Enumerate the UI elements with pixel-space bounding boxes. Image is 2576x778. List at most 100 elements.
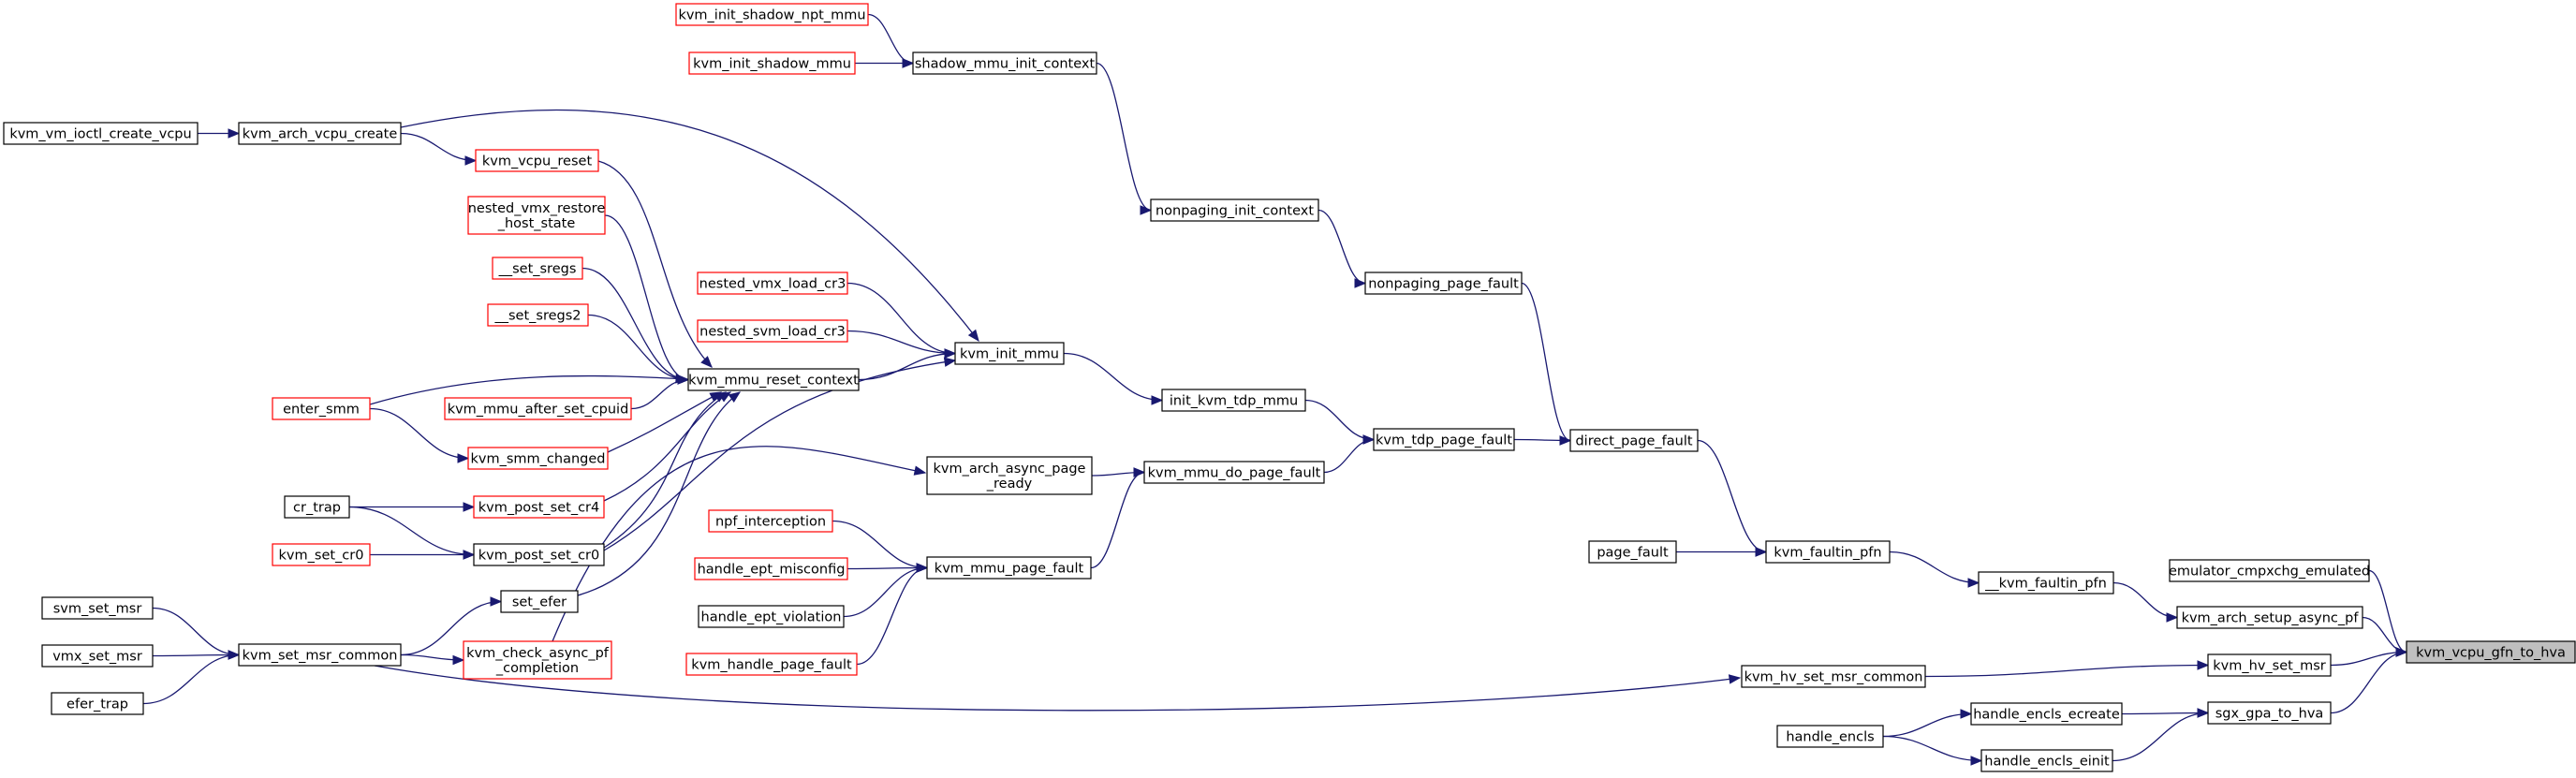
node-box <box>697 319 848 343</box>
node-kvm-faultin-pfn[interactable]: kvm_faultin_pfn <box>1765 540 1891 564</box>
node-kvm-mmu-do-page-fault[interactable]: kvm_mmu_do_page_fault <box>1143 461 1325 484</box>
node-svm-set-msr[interactable]: svm_set_msr <box>41 596 154 620</box>
node-box <box>1150 198 1319 222</box>
node-label: _host_state <box>497 216 576 231</box>
edge-handle-encls-to-handle-encls-einit <box>1882 735 1983 766</box>
node-nested-svm-load-cr3[interactable]: nested_svm_load_cr3 <box>697 319 848 343</box>
edge-line <box>603 360 956 551</box>
node-box <box>272 543 371 566</box>
node-kvm-smm-changed[interactable]: kvm_smm_changed <box>467 447 609 470</box>
arrowhead <box>1362 434 1376 445</box>
node-box <box>1143 461 1325 484</box>
edge-handle-encls-ecreate-to-sgx-gpa-to-hva <box>2121 708 2210 718</box>
node-nested-vmx-load-cr3[interactable]: nested_vmx_load_cr3 <box>697 272 848 295</box>
arrowhead <box>2197 708 2210 718</box>
node-label: handle_ept_misconfig <box>698 563 846 578</box>
node-enter-smm[interactable]: enter_smm <box>272 397 371 420</box>
node-handle-ept-misconfig[interactable]: handle_ept_misconfig <box>694 557 848 580</box>
edge-nonpaging-page-fault-to-direct-page-fault <box>1521 282 1572 446</box>
edge-kvm-mmu-page-fault-to-kvm-mmu-do-page-fault <box>1090 467 1146 569</box>
edge-line <box>630 378 689 410</box>
node-cr-trap[interactable]: cr_trap <box>284 495 350 519</box>
node-root[interactable]: kvm_vcpu_gfn_to_hva <box>2406 640 2576 664</box>
node-box <box>500 590 579 613</box>
node-box <box>1776 725 1884 748</box>
node-handle-encls-ecreate[interactable]: handle_encls_ecreate <box>1970 702 2123 726</box>
node-box <box>926 456 1093 495</box>
node-handle-encls[interactable]: handle_encls <box>1776 725 1884 748</box>
edge-line <box>2112 581 2178 619</box>
node-box <box>473 543 605 566</box>
node-label: handle_encls_ecreate <box>1973 708 2120 723</box>
node-efer-trap[interactable]: efer_trap <box>51 692 144 715</box>
node-kvm-faultin-pfn[interactable]: __kvm_faultin_pfn <box>1978 571 2114 595</box>
edge-vmx-set-msr-to-kvm-set-msr-common <box>152 650 241 660</box>
node-vmx-set-msr[interactable]: vmx_set_msr <box>41 644 154 668</box>
node-set-sregs[interactable]: __set_sregs <box>492 257 583 280</box>
node-kvm-hv-set-msr-common[interactable]: kvm_hv_set_msr_common <box>1741 665 1926 688</box>
node-kvm-set-cr0[interactable]: kvm_set_cr0 <box>272 543 371 566</box>
edge-emulator-cmpxchg-to-root <box>2368 569 2408 657</box>
node-kvm-vm-ioctl-create-vcpu[interactable]: kvm_vm_ioctl_create_vcpu <box>3 122 199 145</box>
node-nested-vmx-restore-host-state[interactable]: nested_vmx_restore_host_state <box>467 196 606 235</box>
node-kvm-vcpu-reset[interactable]: kvm_vcpu_reset <box>475 149 599 172</box>
node-nonpaging-page-fault[interactable]: nonpaging_page_fault <box>1364 272 1523 295</box>
node-kvm-handle-page-fault[interactable]: kvm_handle_page_fault <box>685 653 858 676</box>
node-direct-page-fault[interactable]: direct_page_fault <box>1569 429 1699 452</box>
node-kvm-check-async-pf-completion[interactable]: kvm_check_async_pf_completion <box>463 640 612 680</box>
arrowhead <box>2197 660 2210 670</box>
node-kvm-hv-set-msr[interactable]: kvm_hv_set_msr <box>2207 653 2332 677</box>
node-label: svm_set_msr <box>53 602 142 617</box>
edge-line <box>603 391 727 549</box>
edge-line <box>400 600 502 656</box>
node-kvm-tdp-page-fault[interactable]: kvm_tdp_page_fault <box>1373 428 1515 451</box>
node-kvm-init-shadow-mmu[interactable]: kvm_init_shadow_mmu <box>688 51 856 75</box>
node-label: kvm_hv_set_msr_common <box>1744 670 1923 685</box>
node-handle-encls-einit[interactable]: handle_encls_einit <box>1980 749 2113 772</box>
node-set-efer[interactable]: set_efer <box>500 590 579 613</box>
node-kvm-post-set-cr4[interactable]: kvm_post_set_cr4 <box>473 495 605 519</box>
node-kvm-arch-vcpu-create[interactable]: kvm_arch_vcpu_create <box>238 122 402 145</box>
node-handle-ept-violation[interactable]: handle_ept_violation <box>698 605 845 628</box>
arrowhead <box>1140 205 1153 215</box>
node-kvm-init-mmu[interactable]: kvm_init_mmu <box>954 342 1065 365</box>
node-nonpaging-init-context[interactable]: nonpaging_init_context <box>1150 198 1319 222</box>
node-label: __kvm_faultin_pfn <box>1984 577 2107 592</box>
node-npf-interception[interactable]: npf_interception <box>708 509 833 533</box>
node-box <box>688 51 856 75</box>
edge-efer-trap-to-kvm-set-msr-common <box>142 650 241 705</box>
arrowhead <box>2395 647 2408 657</box>
node-kvm-mmu-reset-context[interactable]: kvm_mmu_reset_context <box>687 368 860 391</box>
node-box <box>697 272 848 295</box>
node-page-fault[interactable]: page_fault <box>1588 540 1677 564</box>
edge-kvm-set-cr0-to-kvm-post-set-cr0 <box>370 550 476 560</box>
node-box <box>463 640 612 680</box>
arrowhead <box>967 329 979 343</box>
node-kvm-post-set-cr0[interactable]: kvm_post_set_cr0 <box>473 543 605 566</box>
node-label: kvm_post_set_cr0 <box>478 549 600 564</box>
arrowhead <box>1354 278 1367 288</box>
node-box <box>1980 749 2113 772</box>
node-kvm-init-shadow-npt-mmu[interactable]: kvm_init_shadow_npt_mmu <box>675 3 869 26</box>
node-set-sregs2[interactable]: __set_sregs2 <box>487 303 589 327</box>
node-box <box>41 596 154 620</box>
edge-line <box>1882 735 1982 762</box>
node-kvm-arch-async-page-ready[interactable]: kvm_arch_async_page_ready <box>926 456 1093 495</box>
node-emulator-cmpxchg[interactable]: emulator_cmpxchg_emulated <box>2169 559 2370 582</box>
node-kvm-mmu-page-fault[interactable]: kvm_mmu_page_fault <box>926 556 1092 580</box>
node-kvm-mmu-after-set-cpuid[interactable]: kvm_mmu_after_set_cpuid <box>444 397 632 420</box>
node-kvm-set-msr-common[interactable]: kvm_set_msr_common <box>238 643 402 667</box>
edge-line <box>369 374 687 405</box>
node-kvm-arch-setup-async-pf[interactable]: kvm_arch_setup_async_pf <box>2176 606 2363 629</box>
edge-kvm-set-msr-common-to-kvm-check-async-pf-completion <box>400 653 465 666</box>
node-sgx-gpa-to-hva[interactable]: sgx_gpa_to_hva <box>2207 701 2332 725</box>
arrowhead <box>700 356 713 368</box>
node-box <box>1569 429 1699 452</box>
node-label: __set_sregs <box>498 262 577 277</box>
node-box <box>41 644 154 668</box>
node-shadow-mmu-init-context[interactable]: shadow_mmu_init_context <box>912 51 1097 75</box>
node-init-kvm-tdp-mmu[interactable]: init_kvm_tdp_mmu <box>1161 389 1306 412</box>
edge-kvm-post-set-cr0-to-kvm-mmu-reset-context <box>603 391 728 549</box>
edge-page-fault-to-kvm-faultin-pfn <box>1676 547 1768 557</box>
edge-kvm-init-mmu-to-init-kvm-tdp-mmu <box>1063 352 1164 405</box>
